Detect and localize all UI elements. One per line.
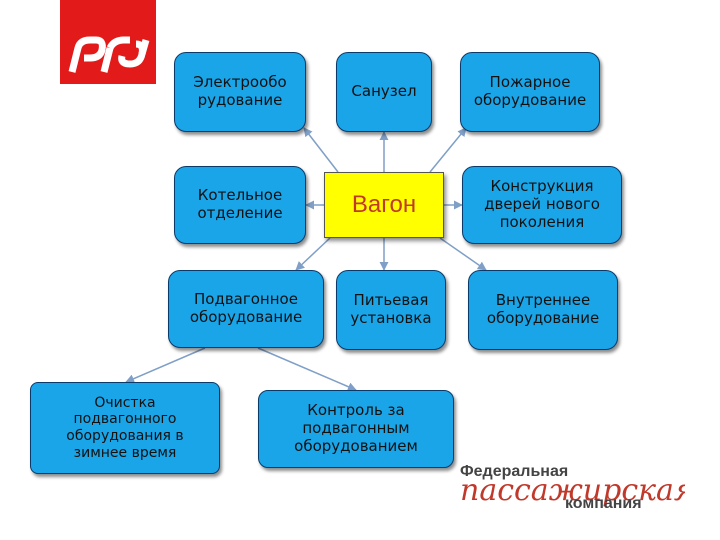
rzd-logo-mark — [68, 36, 150, 73]
node-water: Питьевая установка — [336, 270, 446, 350]
fpc-logo-script: пассажирская — [460, 473, 685, 508]
node-control: Контроль за подвагонным оборудованием — [258, 390, 454, 468]
node-electro: Электрообо рудование — [174, 52, 306, 132]
node-winter-label: Очистка подвагонного оборудования в зимн… — [66, 394, 184, 461]
fpc-logo-script-text: пассажирская — [460, 473, 685, 508]
node-interior: Внутреннее оборудование — [468, 270, 618, 350]
node-electro-label: Электрообо рудование — [193, 73, 287, 109]
node-boiler-label: Котельное отделение — [197, 186, 283, 222]
center-node-vagon: Вагон — [324, 172, 444, 238]
edge-undercar-control — [257, 347, 357, 391]
center-label: Вагон — [351, 191, 417, 218]
rzd-logo — [60, 0, 156, 84]
node-fire-label: Пожарное оборудование — [473, 73, 587, 109]
edge-undercar-winter — [125, 347, 206, 383]
node-control-label: Контроль за подвагонным оборудованием — [294, 401, 418, 455]
edge-center-electro — [303, 127, 339, 173]
fpc-logo-federal: Федеральная — [460, 463, 569, 480]
node-winter: Очистка подвагонного оборудования в зимн… — [30, 382, 220, 474]
node-sanuzel: Санузел — [336, 52, 432, 132]
node-doors: Конструкция дверей нового поколения — [462, 166, 622, 244]
edge-center-fire — [429, 127, 467, 173]
node-sanuzel-label: Санузел — [351, 82, 417, 101]
node-interior-label: Внутреннее оборудование — [486, 291, 600, 327]
node-water-label: Питьевая установка — [350, 291, 432, 327]
node-boiler: Котельное отделение — [174, 166, 306, 244]
node-doors-label: Конструкция дверей нового поколения — [484, 177, 600, 231]
edge-center-interior — [439, 237, 487, 271]
edge-center-undercar — [295, 237, 331, 271]
node-undercar: Подвагонное оборудование — [168, 270, 324, 348]
node-undercar-label: Подвагонное оборудование — [189, 290, 303, 326]
node-fire: Пожарное оборудование — [460, 52, 600, 132]
fpc-logo-company: компания — [565, 495, 642, 512]
